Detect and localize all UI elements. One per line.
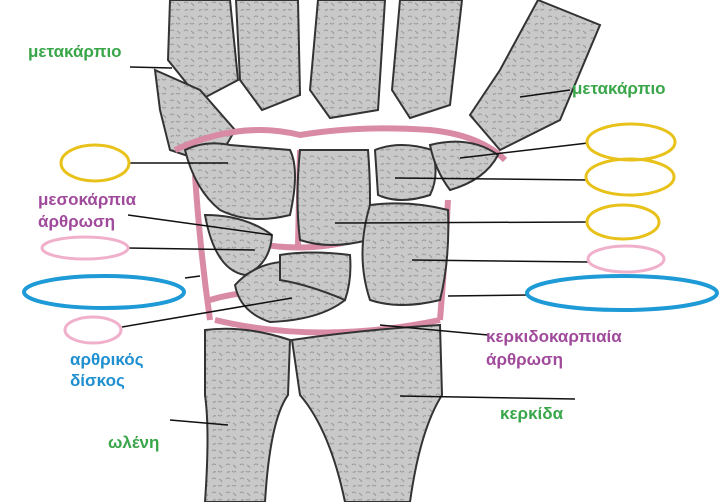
label-articular-disc-line2: δίσκος xyxy=(70,371,125,390)
label-radiocarpal-joint-line2: άρθρωση xyxy=(486,350,564,369)
label-metacarpal-left: μετακάρπιο xyxy=(28,42,122,61)
label-ulna: ωλένη xyxy=(108,433,160,452)
metacarpal-bones xyxy=(153,0,602,167)
label-radiocarpal-joint-line1: κερκιδοκαρπιαία xyxy=(486,327,622,346)
label-metacarpal-right: μετακάρπιο xyxy=(572,79,666,98)
label-articular-disc-line1: αρθρικός xyxy=(70,350,144,369)
answer-blanks xyxy=(22,122,719,345)
blank-oval-left-pink[interactable] xyxy=(40,235,130,261)
blank-oval-right-yellow-3[interactable] xyxy=(585,203,661,241)
carpal-bones xyxy=(183,140,500,324)
blank-oval-right-yellow-2[interactable] xyxy=(584,157,676,197)
pointer-lines-right xyxy=(334,89,589,400)
forearm-bones xyxy=(203,323,444,502)
label-radius: κερκίδα xyxy=(500,404,564,423)
blank-oval-right-blue[interactable] xyxy=(525,274,719,312)
pointer-lines-left xyxy=(121,66,293,426)
label-midcarpal-joint-line1: μεσοκάρπια xyxy=(38,190,137,209)
blank-oval-left-yellow[interactable] xyxy=(59,143,131,183)
blank-oval-left-pink-2[interactable] xyxy=(63,315,123,345)
label-midcarpal-joint-line2: άρθρωση xyxy=(38,212,116,231)
blank-oval-right-pink[interactable] xyxy=(586,244,666,274)
blank-oval-right-yellow-1[interactable] xyxy=(585,122,677,162)
blank-oval-left-blue[interactable] xyxy=(22,274,186,310)
